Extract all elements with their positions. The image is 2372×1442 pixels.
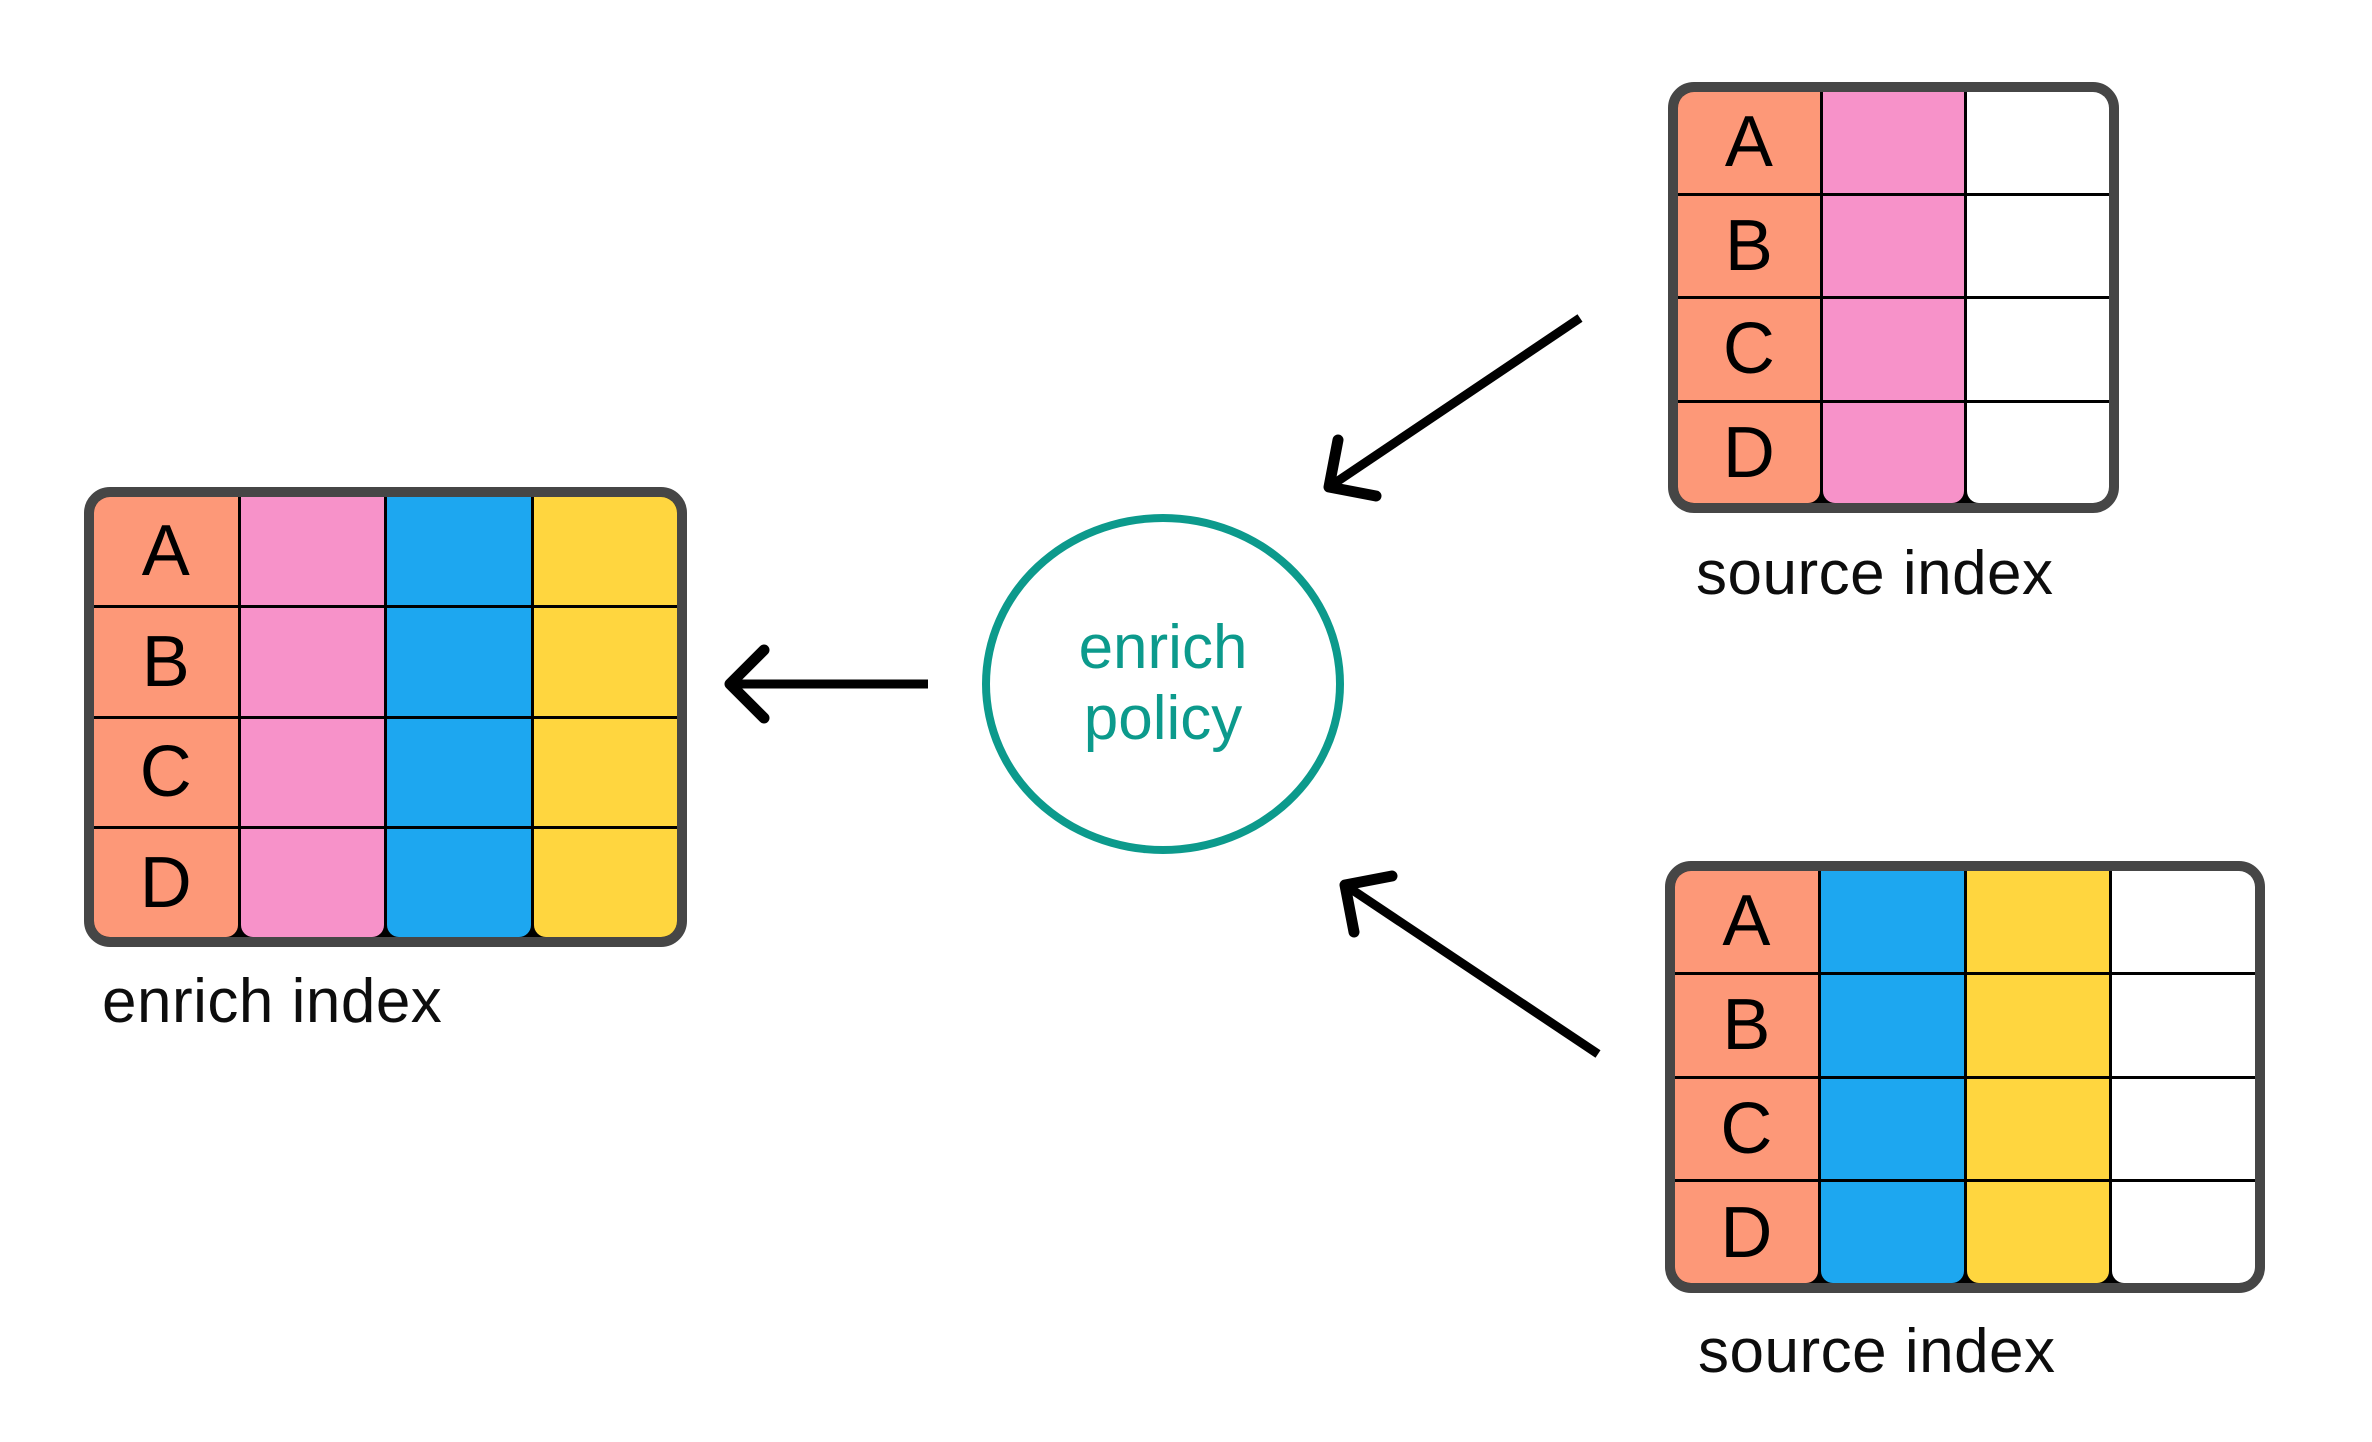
row-D-yellow-cell xyxy=(533,829,677,937)
arrow-source-bottom-to-policy xyxy=(1339,870,1601,1058)
row-B-blue-cell xyxy=(387,607,531,716)
arrow-source-top-to-policy xyxy=(1323,314,1583,502)
row-B-pink-cell xyxy=(1822,195,1965,296)
row-B-white-cell xyxy=(2112,974,2255,1076)
row-C-blue-cell xyxy=(387,718,531,827)
enrich-policy-circle: enrich policy xyxy=(982,514,1344,854)
row-D-blue-cell xyxy=(387,829,531,937)
row-A-yellow-cell xyxy=(1966,871,2110,972)
row-C-white-cell xyxy=(2112,1078,2255,1180)
row-A-pink-cell xyxy=(1822,92,1965,193)
row-B-yellow-cell xyxy=(1966,974,2110,1076)
row-C-yellow-cell xyxy=(533,718,677,827)
row-C-key-cell: C xyxy=(1678,299,1820,400)
enrich-policy-label-line2: policy xyxy=(1083,684,1243,753)
row-B-blue-cell xyxy=(1820,974,1964,1076)
row-D-pink-cell xyxy=(240,829,384,937)
source-index-bottom-label: source index xyxy=(1698,1317,2056,1386)
row-B-key-cell: B xyxy=(1675,974,1818,1076)
arrow-policy-to-enrich-index xyxy=(724,644,928,724)
row-D-key-cell: D xyxy=(94,829,238,937)
enrich-policy-label-line1: enrich xyxy=(1078,613,1248,683)
row-C-blue-cell xyxy=(1820,1078,1964,1180)
row-A-key-cell: A xyxy=(94,497,238,605)
row-B-white-cell xyxy=(1967,195,2109,296)
row-C-key-cell: C xyxy=(94,718,238,827)
row-C-pink-cell xyxy=(240,718,384,827)
row-D-white-cell xyxy=(2112,1182,2255,1283)
row-C-pink-cell xyxy=(1822,299,1965,400)
row-A-key-cell: A xyxy=(1675,871,1818,972)
enrich-index-label: enrich index xyxy=(102,967,443,1036)
row-A-white-cell xyxy=(1967,92,2109,193)
row-A-blue-cell xyxy=(387,497,531,605)
row-B-pink-cell xyxy=(240,607,384,716)
row-D-yellow-cell xyxy=(1966,1182,2110,1283)
row-B-key-cell: B xyxy=(94,607,238,716)
row-D-pink-cell xyxy=(1822,402,1965,503)
row-C-white-cell xyxy=(1967,299,2109,400)
row-B-yellow-cell xyxy=(533,607,677,716)
row-A-white-cell xyxy=(2112,871,2255,972)
row-D-blue-cell xyxy=(1820,1182,1964,1283)
row-A-pink-cell xyxy=(240,497,384,605)
row-D-white-cell xyxy=(1967,402,2109,503)
row-B-key-cell: B xyxy=(1678,195,1820,296)
row-C-yellow-cell xyxy=(1966,1078,2110,1180)
source-index-top-label: source index xyxy=(1696,539,2054,608)
row-A-yellow-cell xyxy=(533,497,677,605)
row-A-key-cell: A xyxy=(1678,92,1820,193)
row-D-key-cell: D xyxy=(1675,1182,1818,1283)
row-D-key-cell: D xyxy=(1678,402,1820,503)
row-A-blue-cell xyxy=(1820,871,1964,972)
row-C-key-cell: C xyxy=(1675,1078,1818,1180)
